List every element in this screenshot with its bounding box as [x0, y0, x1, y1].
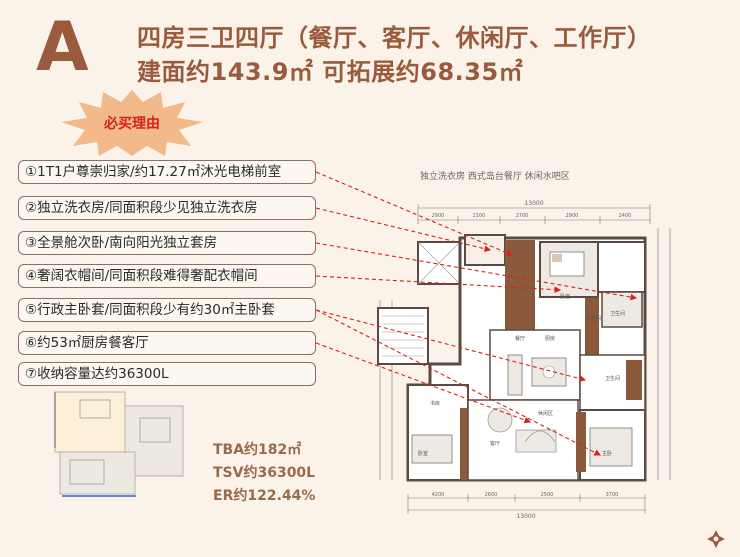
dim-bottom-part: 4200 — [432, 492, 445, 498]
room-label: 主卧 — [602, 450, 612, 457]
room-label: 卧室 — [560, 293, 570, 300]
dim-bottom-part: 3700 — [606, 492, 619, 498]
starburst-badge-icon — [61, 90, 203, 156]
dim-top-part: 2700 — [516, 213, 529, 219]
stat-tsv: TSV约36300L — [213, 465, 316, 481]
room-label: 卧室 — [418, 450, 428, 457]
dim-bottom-total: 13000 — [516, 513, 535, 520]
badge-label: 必买理由 — [104, 116, 160, 132]
reason-item-3: ③全景舱次卧/南向阳光独立套房 — [18, 231, 316, 255]
room-label: 餐厅 — [515, 335, 525, 342]
reason-item-2: ②独立洗衣房/同面积段少见独立洗衣房 — [18, 196, 316, 220]
room-label: 休闲区 — [538, 410, 553, 417]
brand-logo-icon — [707, 530, 725, 548]
dim-top-total: 13000 — [524, 200, 543, 207]
dim-bottom-part: 2600 — [485, 492, 498, 498]
dim-top-part: 2100 — [473, 213, 486, 219]
reason-item-4: ④奢阔衣帽间/同面积段难得奢配衣帽间 — [18, 264, 316, 288]
room-label: 卫生间 — [605, 375, 620, 382]
dim-top-part: 2900 — [566, 213, 579, 219]
stat-er: ER约122.44% — [213, 488, 316, 504]
reason-item-1: ①1T1户尊崇归家/约17.27㎡沐光电梯前室 — [18, 160, 316, 184]
dim-top-part: 2400 — [619, 213, 632, 219]
reason-item-7: ⑦收纳容量达约36300L — [18, 362, 316, 386]
unit-type-letter: A — [36, 8, 89, 87]
room-label: 衣帽间 — [586, 315, 601, 322]
room-label: 书房 — [430, 400, 440, 407]
layout-title: 四房三卫四厅（餐厅、客厅、休闲厅、工作厅） — [137, 24, 652, 52]
room-label: 客厅 — [490, 440, 500, 447]
mini-site-plan — [50, 388, 190, 500]
room-label: 卫生间 — [610, 310, 625, 317]
area-title: 建面约143.9㎡ 可拓展约68.35㎡ — [137, 58, 524, 86]
reason-item-5: ⑤行政主卧套/同面积段少有约30㎡主卧套 — [18, 298, 316, 322]
reason-item-6: ⑥约53㎡厨房餐客厅 — [18, 331, 316, 355]
room-label: 厨房 — [545, 335, 555, 342]
stat-tba: TBA约182㎡ — [213, 442, 302, 458]
dim-bottom-part: 2500 — [541, 492, 554, 498]
floor-plan: 13000 2900 2100 2700 2900 2400 — [340, 180, 680, 525]
dim-top-part: 2900 — [432, 213, 445, 219]
